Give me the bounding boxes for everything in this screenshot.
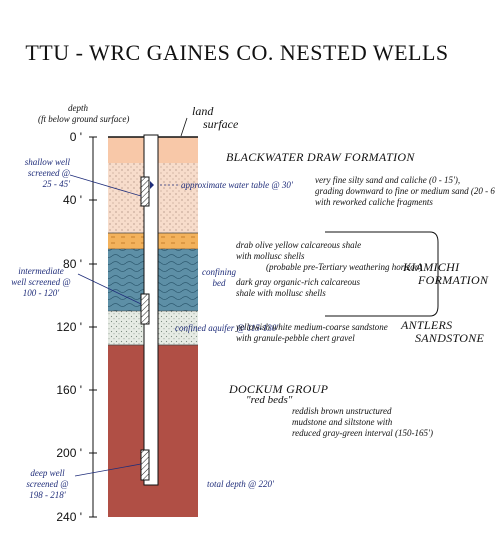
formation-kiamichi-desc-upper: drab olive yellow calcareous shale with … [236,240,423,272]
tick-label: 40 ' [63,193,82,207]
depth-axis [89,136,97,518]
deep-well-label: deep well screened @ 198 - 218' [26,468,69,500]
formation-dockum-name: DOCKUM GROUP [229,382,329,396]
total-depth-label: total depth @ 220' [207,479,274,489]
formation-kiamichi-desc-lower: dark gray organic-rich calcareous shale … [236,277,361,298]
formation-kiamichi-name-2: FORMATION [418,273,489,287]
formation-kiamichi-name: KIAMICHI [403,260,460,274]
formation-dockum-subtitle: "red beds" [246,394,293,406]
formation-blackwater-desc: very fine silty sand and caliche (0 - 15… [315,175,495,207]
page-title: TTU - WRC GAINES CO. NESTED WELLS [25,40,449,65]
tick-label: 200 ' [56,446,82,460]
formation-antlers-desc: yellowish white medium-coarse sandstone … [236,322,388,343]
formation-antlers-name-2: SANDSTONE [415,331,485,345]
confining-bed-label: confining bed [202,267,236,288]
land-surface-label: land [192,104,214,118]
axis-label-depth: depth [68,103,88,113]
confined-aquifer-label: confined aquifer @ 115-130' [175,323,279,333]
shallow-well-label: shallow well screened @ 25 - 45' [24,157,70,189]
well-cross-section [69,117,439,518]
intermediate-well-label: intermediate well screened @ 100 - 120' [11,266,71,298]
formation-antlers-name: ANTLERS [401,318,453,332]
formation-dockum-desc: reddish brown unstructured mudstone and … [292,406,433,438]
tick-label: 0 ' [69,130,82,144]
tick-label: 160 ' [56,383,82,397]
tick-label: 240 ' [56,510,82,524]
tick-label: 80 ' [63,257,82,271]
land-surface-label-2: surface [203,117,239,131]
formation-blackwater-name: BLACKWATER DRAW FORMATION [226,150,415,164]
water-table-label: approximate water table @ 30' [181,180,293,190]
tick-label: 120 ' [56,320,82,334]
axis-label-units: (ft below ground surface) [38,114,130,124]
